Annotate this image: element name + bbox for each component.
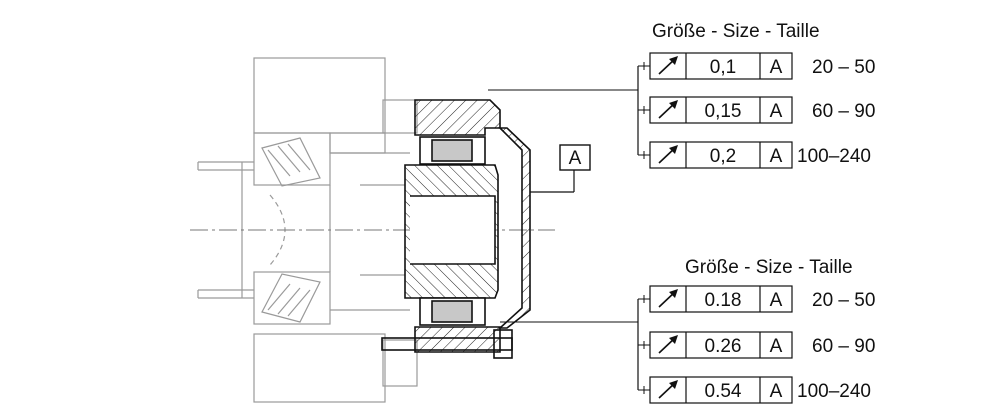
datum-reference: A <box>770 101 783 122</box>
datum-reference: A <box>770 146 783 167</box>
tolerance-row: 0,2 A 100–240 <box>638 141 871 169</box>
tolerance-value: 0.54 <box>705 381 742 402</box>
tolerance-row: 0.54 A 100–240 <box>638 376 871 404</box>
size-range: 100–240 <box>797 381 871 402</box>
tolerance-value: 0.26 <box>705 336 742 357</box>
size-range: 20 – 50 <box>812 290 875 311</box>
datum-a-frame: A <box>559 144 591 171</box>
tolerance-group-1: Größe - Size - Taille 0,1 A 20 – 50 <box>637 21 875 169</box>
size-range: 20 – 50 <box>812 57 875 78</box>
tolerance-heading-2: Größe - Size - Taille <box>685 257 853 278</box>
tolerance-row: 0.18 A 20 – 50 <box>638 285 875 313</box>
size-range: 60 – 90 <box>812 336 875 357</box>
tolerance-value: 0,2 <box>710 146 736 167</box>
tolerance-heading-1: Größe - Size - Taille <box>652 21 820 42</box>
top-housing <box>253 57 386 134</box>
circular-runout-arrow-icon <box>658 380 678 399</box>
circular-runout-arrow-icon <box>658 100 678 119</box>
cam-follower-section <box>381 99 531 359</box>
tolerance-value: 0,1 <box>710 57 736 78</box>
size-range: 100–240 <box>797 146 871 167</box>
datum-reference: A <box>770 336 783 357</box>
tolerance-value: 0,15 <box>705 101 742 122</box>
circular-runout-arrow-icon <box>658 335 678 354</box>
datum-reference: A <box>770 57 783 78</box>
circular-runout-arrow-icon <box>658 56 678 75</box>
tolerance-group-2: Größe - Size - Taille 0.18 A 20 – 50 <box>637 257 875 404</box>
bottom-housing <box>253 333 386 403</box>
tolerance-row: 0,1 A 20 – 50 <box>638 52 875 80</box>
datum-reference: A <box>770 381 783 402</box>
tolerance-value: 0.18 <box>705 290 742 311</box>
datum-reference: A <box>770 290 783 311</box>
size-range: 60 – 90 <box>812 101 875 122</box>
tolerance-row: 0,15 A 60 – 90 <box>638 96 875 124</box>
tolerance-row: 0.26 A 60 – 90 <box>638 331 875 359</box>
circular-runout-arrow-icon <box>658 145 678 164</box>
circular-runout-arrow-icon <box>658 289 678 308</box>
datum-a-label: A <box>569 148 582 169</box>
